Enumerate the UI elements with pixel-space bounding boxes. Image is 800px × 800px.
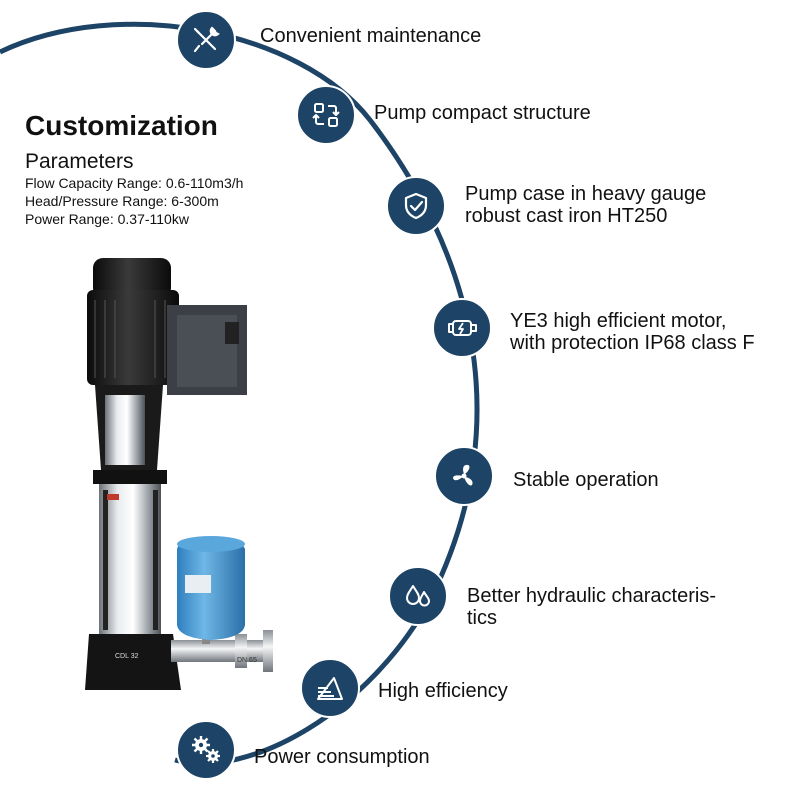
feature-node-case <box>386 176 446 236</box>
param-flow: Flow Capacity Range: 0.6-110m3/h <box>25 175 244 191</box>
flange-tag-label: DN 65 <box>237 657 257 664</box>
feature-label-case: Pump case in heavy gauge robust cast iro… <box>465 183 707 227</box>
shield-check-icon <box>404 192 428 220</box>
fan-icon <box>453 464 473 486</box>
motor-icon <box>448 320 477 336</box>
feature-label-efficiency: High efficiency <box>378 680 508 702</box>
feature-label-maintenance: Convenient maintenance <box>260 25 482 47</box>
parameters-subtitle: Parameters <box>25 150 134 173</box>
feature-node-stable <box>434 446 494 506</box>
feature-node-power <box>176 720 236 780</box>
pump-product-image: CDL 32 DN 65 <box>85 258 273 690</box>
param-head: Head/Pressure Range: 6-300m <box>25 193 219 209</box>
feature-label-stable: Stable operation <box>513 469 659 491</box>
gears-icon <box>192 736 220 763</box>
feature-label-motor: YE3 high efficient motor, with protectio… <box>510 310 755 354</box>
feature-label-hydraulic: Better hydraulic characteris- tics <box>467 585 716 629</box>
feature-label-compact: Pump compact structure <box>374 102 591 124</box>
feature-node-hydraulic <box>388 566 448 626</box>
feature-node-maintenance <box>176 10 236 70</box>
feature-node-efficiency <box>300 658 360 718</box>
model-plate-label: CDL 32 <box>115 653 139 660</box>
water-drops-icon <box>406 585 430 607</box>
wrench-screwdriver-icon <box>193 26 220 53</box>
feature-node-compact <box>296 85 356 145</box>
param-power: Power Range: 0.37-110kw <box>25 211 189 227</box>
page-title: Customization <box>25 110 218 141</box>
compact-arrows-icon <box>312 103 340 127</box>
efficiency-triangle-icon <box>317 677 343 700</box>
feature-label-power: Power consumption <box>254 746 430 768</box>
feature-node-motor <box>432 298 492 358</box>
